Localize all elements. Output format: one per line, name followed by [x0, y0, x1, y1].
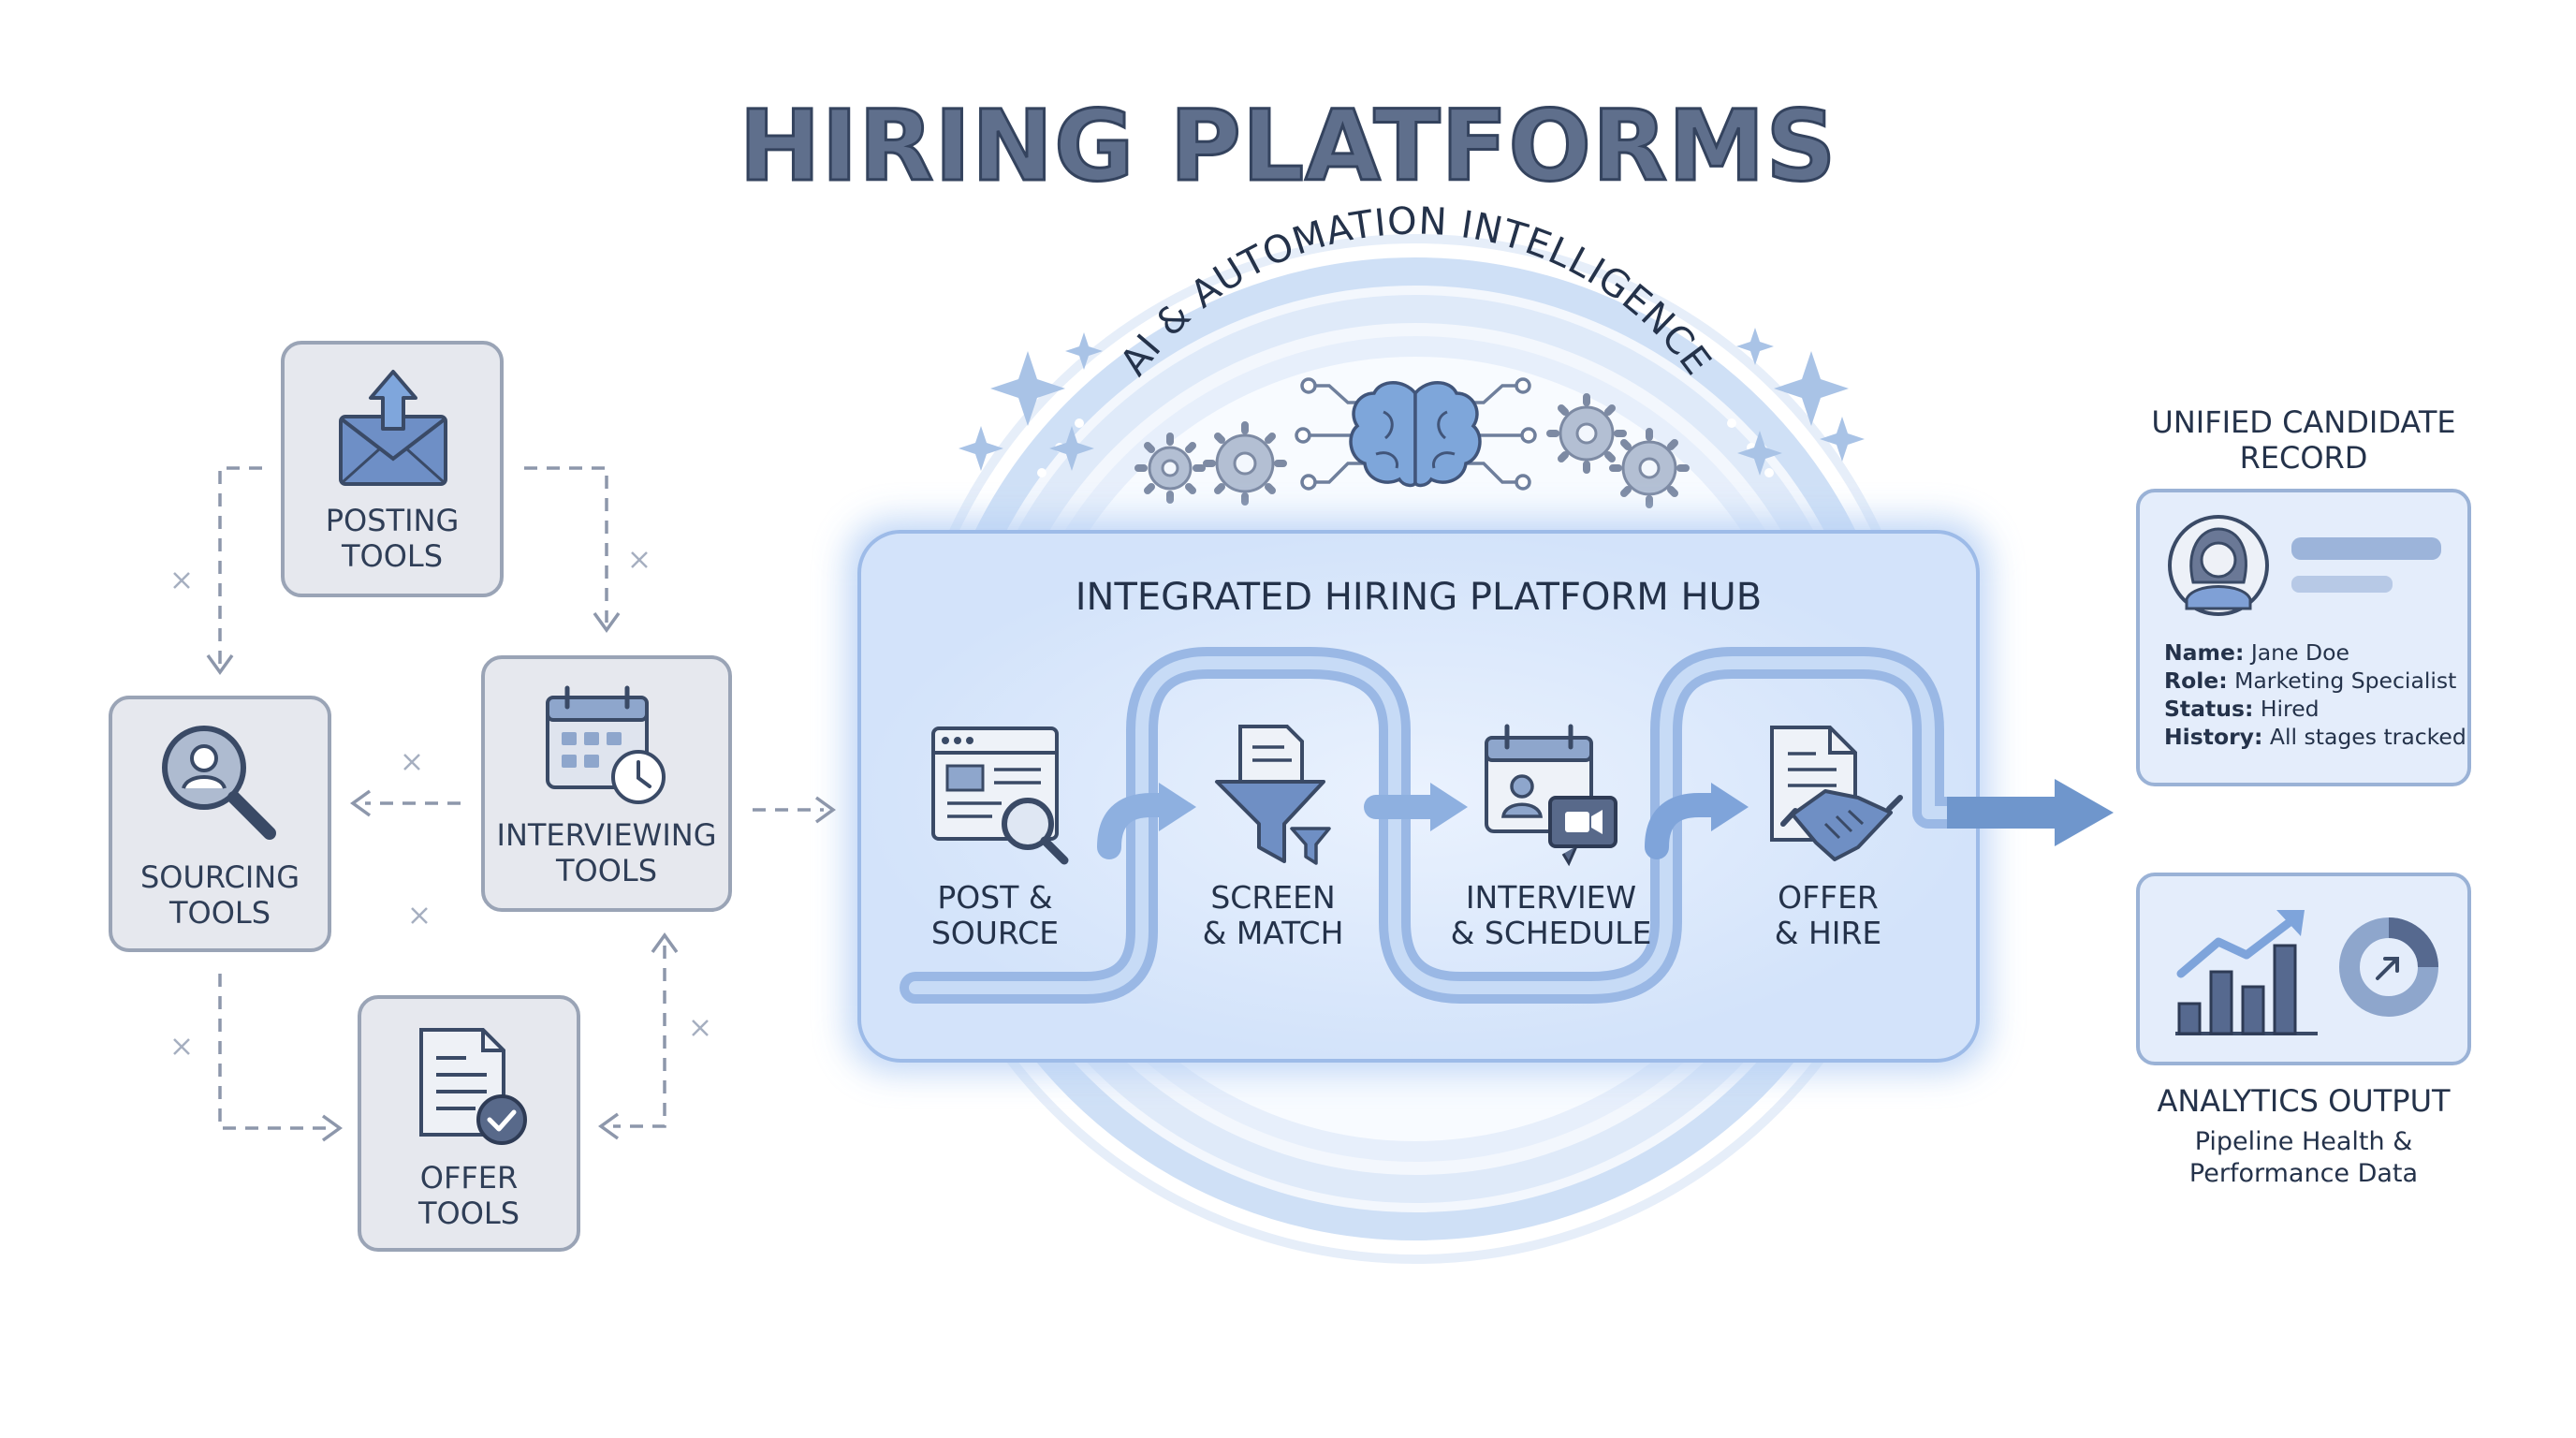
- record-field-history: History: All stages tracked: [2164, 723, 2473, 751]
- hub-output-arrow: [2055, 779, 2114, 846]
- handshake-document-icon: [1770, 726, 1903, 861]
- posting-tools-label: POSTING TOOLS: [283, 503, 502, 574]
- stage-offer-hire-label: OFFER & HIRE: [1734, 880, 1922, 951]
- record-field-name: Name: Jane Doe: [2164, 638, 2473, 667]
- document-check-icon: [419, 1028, 527, 1145]
- connector-cross-marks: [173, 551, 709, 1055]
- hub-title: INTEGRATED HIRING PLATFORM HUB: [1075, 576, 1763, 619]
- field-label: Status:: [2164, 696, 2254, 722]
- analytics-subtitle: Pipeline Health & Performance Data: [2116, 1126, 2491, 1190]
- field-label: History:: [2164, 724, 2263, 750]
- stage-3-line1: INTERVIEW: [1465, 879, 1637, 916]
- record-field-role: Role: Marketing Specialist: [2164, 667, 2473, 695]
- calendar-video-icon: [1485, 724, 1617, 867]
- field-value: Hired: [2260, 696, 2320, 722]
- analytics-sub-line2: Performance Data: [2188, 1159, 2419, 1188]
- hub-flow-path: [900, 647, 2114, 1004]
- candidate-record-heading-line2: RECORD: [2239, 440, 2368, 476]
- stage-4-line2: & HIRE: [1774, 915, 1882, 951]
- stage-screen-match-label: SCREEN & MATCH: [1179, 880, 1367, 951]
- offer-tools-label-line2: TOOLS: [417, 1196, 520, 1231]
- connector-arrowheads: [206, 611, 836, 1142]
- candidate-record-heading: UNIFIED CANDIDATE RECORD: [2116, 404, 2491, 476]
- offer-tools-label-line1: OFFER: [419, 1160, 519, 1196]
- field-value: All stages tracked: [2269, 724, 2466, 750]
- stage-post-source-label: POST & SOURCE: [901, 880, 1089, 951]
- donut-chart-icon: [2339, 917, 2438, 1017]
- candidate-record-heading-line1: UNIFIED CANDIDATE: [2151, 404, 2456, 440]
- stage-4-line1: OFFER: [1778, 879, 1879, 916]
- page-title: HIRING PLATFORMS: [738, 88, 1837, 205]
- interviewing-tools-label-line1: INTERVIEWING: [496, 817, 717, 853]
- stage-1-line2: SOURCE: [930, 915, 1060, 951]
- envelope-upload-icon: [339, 370, 447, 486]
- interviewing-tools-label: INTERVIEWING TOOLS: [483, 817, 730, 888]
- field-label: Role:: [2164, 668, 2228, 694]
- browser-search-icon: [931, 726, 1069, 865]
- dashed-connectors: [218, 466, 824, 1130]
- record-field-status: Status: Hired: [2164, 695, 2473, 723]
- field-label: Name:: [2164, 639, 2245, 666]
- stage-2-line2: & MATCH: [1202, 915, 1344, 951]
- sourcing-tools-label: SOURCING TOOLS: [110, 859, 329, 931]
- analytics-heading: ANALYTICS OUTPUT: [2157, 1083, 2451, 1119]
- gear-teeth: [1134, 393, 1690, 508]
- brain-icon: [1295, 377, 1537, 491]
- sparkle-icons: [959, 328, 1865, 476]
- stage-interview-schedule-label: INTERVIEW & SCHEDULE: [1439, 880, 1663, 951]
- stage-3-line2: & SCHEDULE: [1450, 915, 1652, 951]
- stage-1-line1: POST &: [937, 879, 1053, 916]
- analytics-sub-line1: Pipeline Health &: [2194, 1127, 2413, 1156]
- candidate-record-fields: Name: Jane Doe Role: Marketing Specialis…: [2164, 638, 2473, 751]
- gear-icon: [1148, 405, 1677, 496]
- calendar-clock-icon: [546, 685, 666, 804]
- posting-tools-label-line2: TOOLS: [341, 538, 444, 574]
- sourcing-tools-label-line2: TOOLS: [168, 895, 271, 931]
- offer-tools-label: OFFER TOOLS: [359, 1160, 578, 1231]
- field-value: Marketing Specialist: [2234, 668, 2457, 694]
- search-person-icon: [162, 726, 276, 840]
- posting-tools-label-line1: POSTING: [325, 503, 460, 538]
- stage-2-line1: SCREEN: [1210, 879, 1336, 916]
- interviewing-tools-label-line2: TOOLS: [555, 853, 658, 888]
- field-value: Jane Doe: [2250, 639, 2349, 666]
- bar-chart-trend-icon: [2175, 910, 2318, 1035]
- funnel-icon: [1215, 725, 1331, 865]
- sourcing-tools-label-line1: SOURCING: [139, 859, 300, 895]
- candidate-record-card: [2136, 489, 2471, 786]
